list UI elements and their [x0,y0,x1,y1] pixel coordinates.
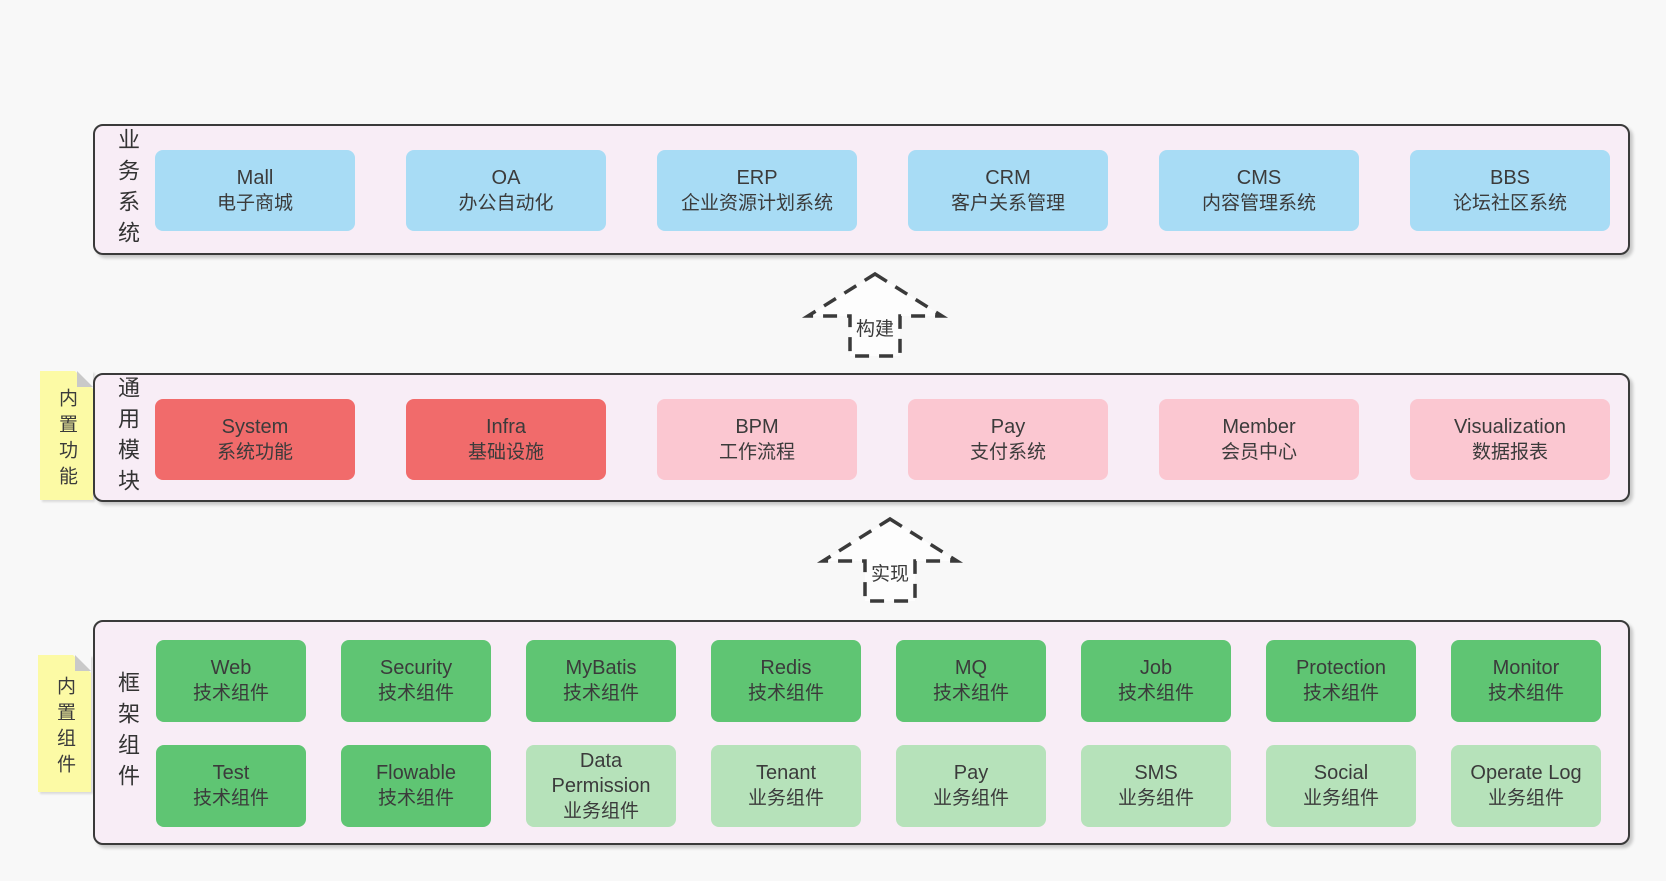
box-job: Job 技术组件 [1081,640,1231,722]
box-member: Member 会员中心 [1159,399,1359,480]
box-security: Security 技术组件 [341,640,491,722]
box-monitor: Monitor 技术组件 [1451,640,1601,722]
sticky-note-built-in-features-text: 内置功能 [56,387,77,492]
arrow-build-label: 构建 [856,318,894,340]
arrow-implement-label: 实现 [871,563,909,585]
box-redis: Redis 技术组件 [711,640,861,722]
section-framework-components: 框架组件 Web 技术组件 Security 技术组件 MyBatis 技术组件… [93,620,1630,845]
box-infra: Infra 基础设施 [406,399,606,480]
section-label-framework-components: 框架组件 [115,670,140,795]
box-cms: CMS 内容管理系统 [1159,150,1359,231]
box-web: Web 技术组件 [156,640,306,722]
box-mall: Mall 电子商城 [155,150,355,231]
box-crm: CRM 客户关系管理 [908,150,1108,231]
business-boxes-row: Mall 电子商城 OA 办公自动化 ERP 企业资源计划系统 CRM 客户关系… [155,150,1610,231]
arrow-build-shape [801,271,949,358]
box-pay-component: Pay 业务组件 [896,745,1046,827]
box-protection: Protection 技术组件 [1266,640,1416,722]
arrow-implement: 实现 [816,516,964,603]
section-label-common-modules: 通用模块 [115,375,140,500]
box-social: Social 业务组件 [1266,745,1416,827]
framework-boxes-row-1: Web 技术组件 Security 技术组件 MyBatis 技术组件 Redi… [156,640,1601,722]
arrow-build: 构建 [801,271,949,358]
section-label-business-systems: 业务系统 [115,127,140,252]
box-bbs: BBS 论坛社区系统 [1410,150,1610,231]
sticky-note-built-in-components-text: 内置组件 [54,675,75,780]
box-visualization: Visualization 数据报表 [1410,399,1610,480]
box-oa: OA 办公自动化 [406,150,606,231]
box-test: Test 技术组件 [156,745,306,827]
box-system: System 系统功能 [155,399,355,480]
box-mybatis: MyBatis 技术组件 [526,640,676,722]
section-common-modules: 通用模块 System 系统功能 Infra 基础设施 BPM 工作流程 Pay… [93,373,1630,502]
box-flowable: Flowable 技术组件 [341,745,491,827]
box-mq: MQ 技术组件 [896,640,1046,722]
sticky-note-built-in-features: 内置功能 [40,371,93,500]
framework-boxes-row-2: Test 技术组件 Flowable 技术组件 Data Permission … [156,745,1601,827]
arrow-implement-shape [816,516,964,603]
common-boxes-row: System 系统功能 Infra 基础设施 BPM 工作流程 Pay 支付系统… [155,399,1610,480]
section-business-systems: 业务系统 Mall 电子商城 OA 办公自动化 ERP 企业资源计划系统 CRM… [93,124,1630,255]
box-bpm: BPM 工作流程 [657,399,857,480]
box-tenant: Tenant 业务组件 [711,745,861,827]
box-sms: SMS 业务组件 [1081,745,1231,827]
box-erp: ERP 企业资源计划系统 [657,150,857,231]
box-pay-module: Pay 支付系统 [908,399,1108,480]
box-operate-log: Operate Log 业务组件 [1451,745,1601,827]
sticky-note-built-in-components: 内置组件 [38,655,91,792]
box-data-permission: Data Permission 业务组件 [526,745,676,827]
